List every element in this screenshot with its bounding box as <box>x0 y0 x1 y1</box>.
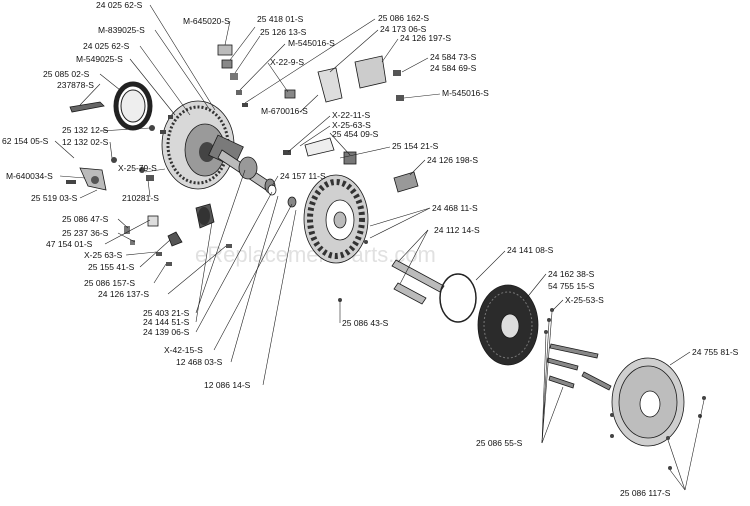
pins-and-gasket <box>338 240 477 323</box>
part-label: 25 085 02-S <box>43 69 90 79</box>
part-label: M-645020-S <box>183 16 230 26</box>
part-label: 24 025 62-S <box>83 41 130 51</box>
part-label: 24 584 69-S <box>430 63 477 73</box>
part-label: 24 157 11-S <box>280 171 326 181</box>
part-label: 25 086 157-S <box>84 278 135 288</box>
part-label: 12 468 03-S <box>176 357 223 367</box>
part-label: 237878-S <box>57 80 94 90</box>
part-labels: 24 025 62-S M-839025-S 24 025 62-S M-549… <box>2 0 739 498</box>
part-label: 25 154 21-S <box>392 141 439 151</box>
part-label: 25 132 12-S <box>62 125 109 135</box>
leader-lines <box>54 4 705 491</box>
part-label: 12 086 14-S <box>204 380 251 390</box>
part-label: M-549025-S <box>76 54 123 64</box>
part-label: 25 418 01-S <box>257 14 304 24</box>
part-label: 24 144 51-S <box>143 317 190 327</box>
part-label: 25 403 21-S <box>143 308 190 318</box>
part-label: 24 126 197-S <box>400 33 451 43</box>
part-label: M-545016-S <box>442 88 489 98</box>
part-label: M-640034-S <box>6 171 53 181</box>
part-label: 25 086 162-S <box>378 13 429 23</box>
part-label: 24 468 11-S <box>432 203 478 213</box>
part-label: 25 086 117-S <box>620 488 671 498</box>
part-label: 210281-S <box>122 193 159 203</box>
part-label: M-670016-S <box>261 106 308 116</box>
part-label: 25 237 36-S <box>62 228 109 238</box>
part-label: M-839025-S <box>98 25 145 35</box>
part-label: X-25-53-S <box>565 295 604 305</box>
part-label: 24 162 38-S <box>548 269 595 279</box>
part-label: 25 454 09-S <box>332 129 379 139</box>
cooling-fan-part <box>303 174 369 264</box>
washer-parts <box>267 184 297 208</box>
part-label: X-25 63-S <box>84 250 123 260</box>
part-label: X-25-63-S <box>332 120 371 130</box>
part-label: 25 086 55-S <box>476 438 523 448</box>
part-label: 24 755 81-S <box>692 347 739 357</box>
part-label: 24 126 137-S <box>98 289 149 299</box>
part-label: 24 112 14-S <box>434 225 480 235</box>
part-label: X-22-9-S <box>270 57 304 67</box>
mount-bracket-part <box>124 203 232 266</box>
part-label: 47 154 01-S <box>46 239 93 249</box>
part-label: 25 519 03-S <box>31 193 78 203</box>
part-label: X-25-79-S <box>118 163 157 173</box>
part-label: 54 755 15-S <box>548 281 595 291</box>
part-label: X-42-15-S <box>164 345 203 355</box>
part-label: 24 139 06-S <box>143 327 190 337</box>
part-label: 24 025 62-S <box>96 0 143 10</box>
part-label: 62 154 05-S <box>2 136 49 146</box>
part-label: M-545016-S <box>288 38 335 48</box>
recoil-housing-part <box>610 357 706 470</box>
part-label: 25 086 43-S <box>342 318 389 328</box>
part-label: 12 132 02-S <box>62 137 109 147</box>
small-hardware-left <box>66 115 173 191</box>
top-hardware <box>217 44 419 193</box>
bolts-part <box>544 308 612 391</box>
part-label: X-22-11-S <box>332 110 370 120</box>
part-label: 25 155 41-S <box>88 262 135 272</box>
starter-disc-part <box>477 284 539 366</box>
part-label: 24 584 73-S <box>430 52 477 62</box>
part-label: 24 173 06-S <box>380 24 427 34</box>
part-label: 24 126 198-S <box>427 155 478 165</box>
flywheel-part <box>161 100 244 190</box>
part-label: 25 086 47-S <box>62 214 109 224</box>
ignition-coil-part <box>69 81 153 131</box>
part-label: 25 126 13-S <box>260 27 307 37</box>
part-label: 24 141 08-S <box>507 245 554 255</box>
